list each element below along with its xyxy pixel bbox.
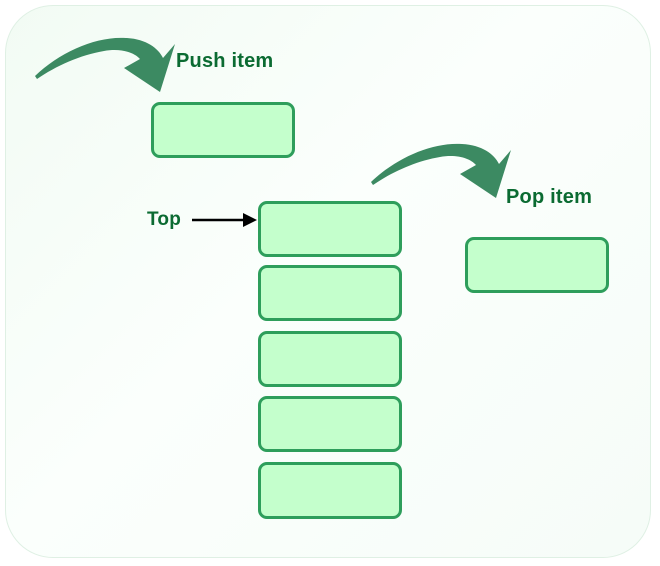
stack-item-top[interactable] (258, 201, 402, 257)
pop-item-label: Pop item (506, 186, 593, 208)
stack-item-2[interactable] (258, 265, 402, 321)
push-item-label: Push item (176, 50, 274, 72)
stack-item-3[interactable] (258, 331, 402, 387)
pop-item-box[interactable] (465, 237, 609, 293)
stack-item-bottom[interactable] (258, 462, 402, 519)
stack-item-4[interactable] (258, 396, 402, 452)
push-item-box[interactable] (151, 102, 295, 158)
top-label: Top (147, 209, 182, 230)
